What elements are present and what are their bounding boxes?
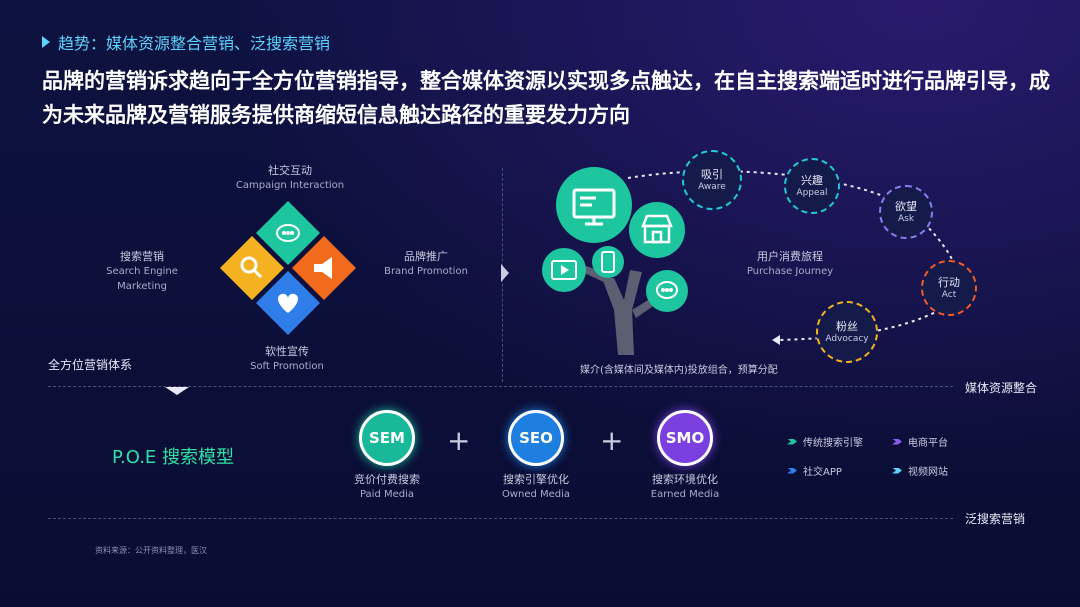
tree-branch-left [582,266,608,282]
video-icon [551,260,577,280]
soft-tile [256,271,320,335]
legend-item: 社交APP [787,463,842,478]
source-note: 资料来源：公开资料整理，医汉 [95,546,207,555]
chat-node [646,270,688,312]
stage-en: Advocacy [825,333,869,344]
legend-item: 传统搜索引擎 [787,434,863,449]
phone-icon [601,251,615,273]
journey-path [627,170,960,345]
top-divider [48,386,953,387]
badge-cn: 竞价付费搜索 [354,473,420,486]
chevron-icon [787,467,797,474]
poe-title: P.O.E 搜索模型 [112,447,235,468]
divider-notch-icon [165,387,189,395]
seo-badge: SEO [508,410,564,466]
marketing-diamond [220,201,356,335]
plus-icon: + [600,424,624,457]
megaphone-icon [314,257,332,279]
left-panel-title: 全方位营销体系 [48,358,133,372]
store-icon [641,214,673,244]
brand-tile [292,236,356,300]
chevron-icon [787,438,797,445]
stage-cn: 粉丝 [836,319,858,333]
stage-cn: 行动 [938,275,960,289]
chevron-icon [892,467,902,474]
badge-cn: 搜索引擎优化 [503,473,569,486]
search-tile [220,236,284,300]
phone-node [592,246,624,278]
pan-search-label: 泛搜索营销 [965,512,1026,526]
stage-cn: 欲望 [895,199,917,213]
stage-en: Appeal [796,187,828,198]
social-tile [256,201,320,265]
shop-node [629,202,685,258]
sem-label: 竞价付费搜索 Paid Media [332,472,442,502]
magnifier-icon [240,256,263,279]
search-diamond [220,236,284,300]
monitor-icon [572,188,616,226]
headline: 品牌的营销诉求趋向于全方位营销指导，整合媒体资源以实现多点触达，在自主搜索端适时… [42,69,1050,127]
badge-en: Earned Media [650,489,720,500]
plus-icon: + [447,424,471,457]
journey-arrow-icon [772,335,780,345]
media-integration-label: 媒体资源整合 [965,381,1038,395]
smo-badge: SMO [657,410,713,466]
legend-item: 视频网站 [892,463,948,478]
stage-en: Aware [698,181,726,192]
media-caption: 媒介(含媒体间及媒体内)投放组合，预算分配 [580,365,778,376]
legend-item: 电商平台 [892,434,948,449]
smo-label: 搜索环境优化 Earned Media [630,472,740,502]
badge-en: Owned Media [501,489,571,500]
media-tree [542,167,688,355]
triangle-bullet-icon [42,36,50,48]
stage-cn: 兴趣 [801,173,823,187]
stage-en: Ask [897,213,915,224]
chevron-icon [892,438,902,445]
badge-en: Paid Media [359,489,415,500]
sem-badge: SEM [359,410,415,466]
chat-icon [276,224,300,242]
bottom-divider [48,518,953,519]
monitor-node [556,167,632,243]
chat-bubble-icon [656,281,678,299]
section-title: 趋势：媒体资源整合营销、泛搜索营销 [58,34,331,53]
seo-label: 搜索引擎优化 Owned Media [481,472,591,502]
heart-handshake-icon [278,293,298,313]
badge-cn: 搜索环境优化 [652,473,718,486]
divider-arrow-icon [501,264,509,282]
video-node [542,248,586,292]
stage-en: Act [941,289,957,300]
tree-trunk [602,270,642,355]
section-header: 趋势：媒体资源整合营销、泛搜索营销 [42,30,330,54]
stage-cn: 吸引 [701,167,723,181]
